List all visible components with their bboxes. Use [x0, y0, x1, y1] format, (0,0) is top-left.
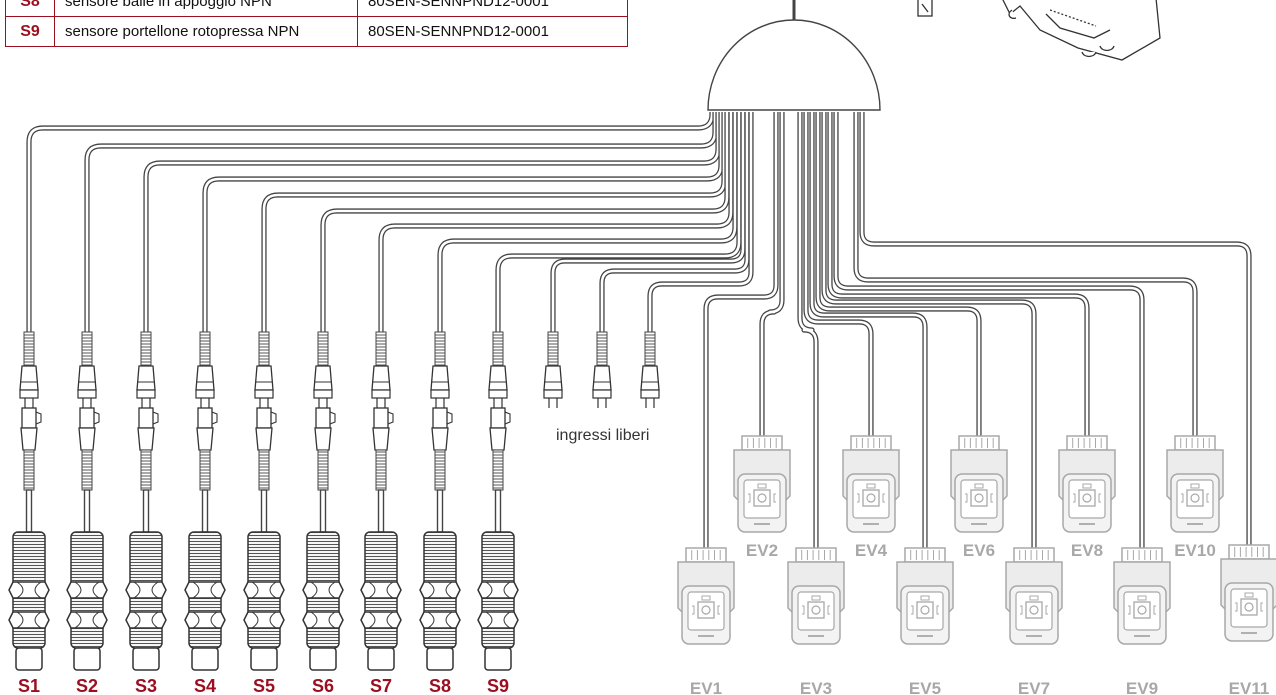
sensor-wire-core	[496, 112, 741, 332]
sensor-wire-core	[27, 112, 714, 332]
sensor-s5: S5	[243, 331, 285, 695]
sensor-label: S9	[487, 676, 509, 695]
sensor-wire-core	[379, 112, 733, 332]
valve-label: EV8	[1071, 541, 1103, 560]
valve-label: EV1	[690, 679, 722, 695]
table-row: S8 sensore balle in appoggio NPN 80SEN-S…	[5, 0, 628, 17]
valve-ev10: EV10	[1166, 435, 1224, 560]
sensor-label: S1	[18, 676, 40, 695]
valve-ev4: EV4	[842, 435, 900, 560]
table-description: sensore portellone rotopressa NPN	[54, 16, 358, 47]
valve-label: EV7	[1018, 679, 1050, 695]
sensor-label: S6	[312, 676, 334, 695]
sensor-wire-core	[203, 112, 723, 332]
sensor-label: S3	[135, 676, 157, 695]
valve-label: EV9	[1126, 679, 1158, 695]
table-code: S9	[5, 16, 55, 47]
sensor-s3: S3	[125, 331, 167, 695]
sensor-wire-core	[144, 112, 720, 332]
sensor-label: S8	[429, 676, 451, 695]
valve-ev2: EV2	[733, 435, 791, 560]
sensor-s7: S7	[360, 331, 402, 695]
sensor-s4: S4	[184, 331, 226, 695]
sensor-label: S4	[194, 676, 216, 695]
free-inputs-group	[543, 331, 660, 408]
free-input-wire-core	[648, 112, 753, 332]
ecu-connector-icon	[917, 0, 1161, 61]
sensor-group: S1 S2 S3 S4 S5 S6 S7 S8 S9	[8, 331, 519, 695]
sensor-table: S8 sensore balle in appoggio NPN 80SEN-S…	[5, 0, 628, 47]
valve-label: EV11	[1229, 679, 1270, 695]
valve-wire-core	[828, 112, 1089, 436]
valve-wire-core	[816, 112, 981, 436]
table-part-number: 80SEN-SENNPND12-0001	[357, 16, 628, 47]
valve-ev8: EV8	[1058, 435, 1116, 560]
valve-label: EV5	[909, 679, 941, 695]
valve-label: EV3	[800, 679, 832, 695]
valve-label: EV2	[746, 541, 778, 560]
table-row: S9 sensore portellone rotopressa NPN 80S…	[5, 16, 628, 47]
valve-label: EV4	[855, 541, 888, 560]
sensor-s8: S8	[419, 331, 461, 695]
sensor-s6: S6	[302, 331, 344, 695]
junction-dome	[707, 0, 881, 111]
valve-wire-core	[854, 112, 1197, 436]
valve-label: EV10	[1174, 541, 1216, 560]
sensor-s9: S9	[477, 331, 519, 695]
valve-wire-core	[834, 112, 1144, 548]
free-input-wire-core	[600, 112, 749, 332]
valve-ev11: EV11	[1220, 544, 1276, 695]
free-inputs-label: ingressi liberi	[556, 427, 649, 444]
sensor-wire-core	[262, 112, 726, 332]
valve-wire-core	[798, 112, 818, 548]
valve-ev7: EV7	[1005, 547, 1063, 695]
valve-ev9: EV9	[1113, 547, 1171, 695]
valve-wire-core	[760, 112, 784, 436]
valve-wire-core	[822, 112, 1036, 548]
valve-wire-core	[810, 112, 927, 548]
valve-ev1: EV1	[677, 547, 735, 695]
valve-wire	[815, 112, 982, 436]
free-input-connector	[640, 331, 660, 408]
valve-ev6: EV6	[950, 435, 1008, 560]
sensor-label: S5	[253, 676, 275, 695]
free-input-connector	[543, 331, 563, 408]
valve-ev5: EV5	[896, 547, 954, 695]
sensor-s2: S2	[66, 331, 108, 695]
valve-wire-core	[804, 112, 873, 436]
sensor-wire-core	[85, 112, 717, 332]
free-input-wire-core	[551, 112, 745, 332]
valve-wire	[759, 112, 785, 436]
valve-wire-core	[860, 112, 1251, 545]
valve-ev3: EV3	[787, 547, 845, 695]
valve-label: EV6	[963, 541, 995, 560]
sensor-wire-core	[438, 112, 737, 332]
valve-wire-core	[704, 112, 778, 548]
cable-bundle	[26, 111, 1252, 548]
sensor-label: S2	[76, 676, 98, 695]
free-input-connector	[592, 331, 612, 408]
sensor-label: S7	[370, 676, 392, 695]
sensor-wire-core	[321, 112, 729, 332]
sensor-s1: S1	[8, 331, 50, 695]
